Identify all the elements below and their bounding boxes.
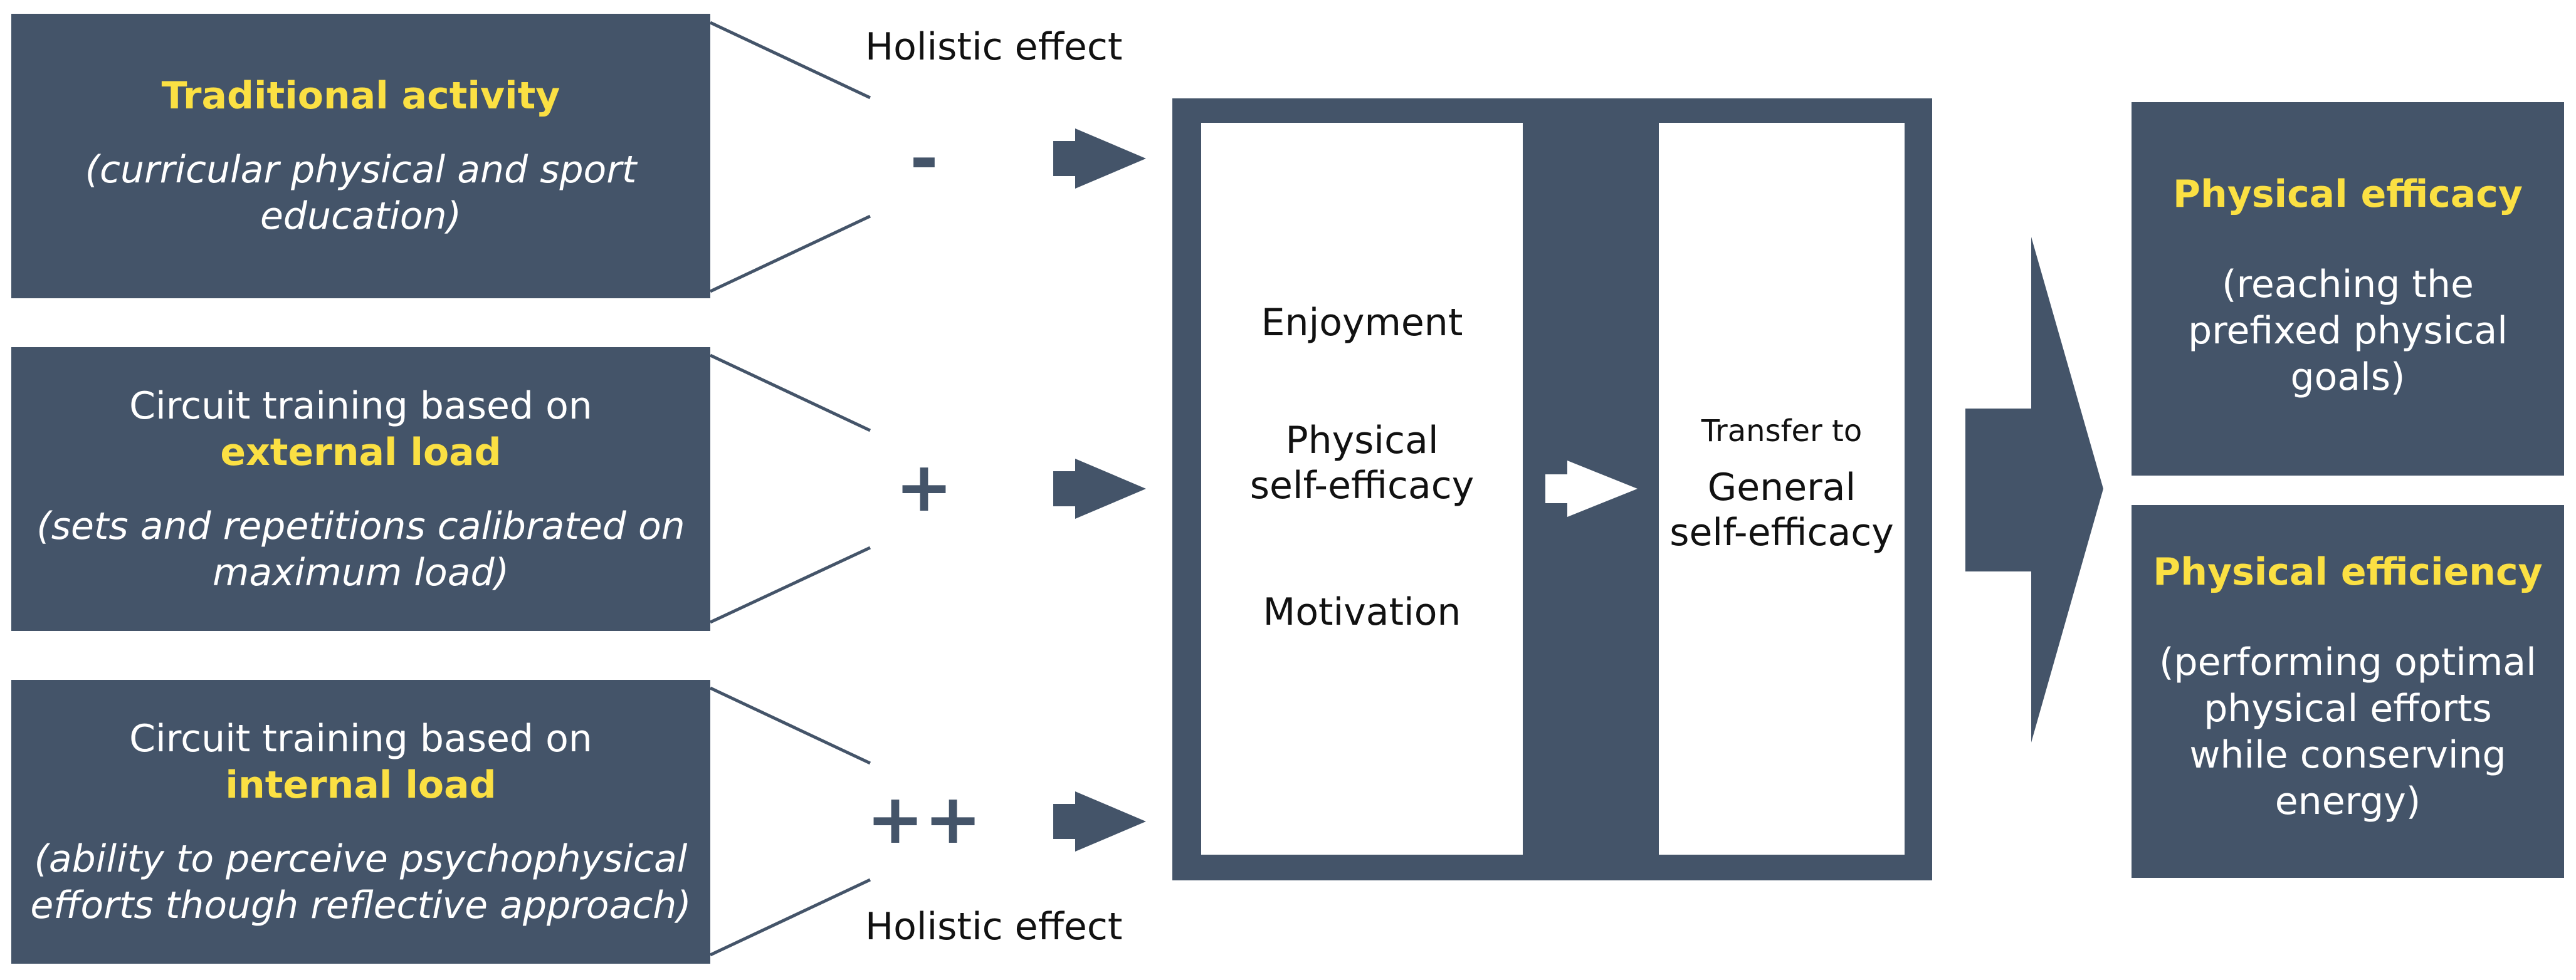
holistic-effect-label-bottom: Holistic effect [865, 905, 1123, 949]
input-box-external-load: Circuit training based on external load … [11, 347, 710, 631]
outcome-description: (reaching the [2222, 263, 2474, 306]
self-efficacy-label: self-efficacy [1669, 511, 1894, 555]
input-title-highlight: external load [220, 430, 502, 474]
input-title: Circuit training based on [129, 716, 592, 761]
effect-sign-negative: - [910, 118, 938, 199]
holistic-effect-label-top: Holistic effect [865, 25, 1123, 69]
input-title-highlight: internal load [225, 763, 497, 807]
central-right-panel: Transfer to General self-efficacy [1659, 123, 1905, 855]
outcome-description: while conserving [2189, 733, 2506, 777]
effect-sign-double-positive: ++ [866, 779, 982, 859]
outcome-description: (performing optimal [2159, 640, 2537, 684]
connector-line [709, 878, 871, 957]
connector-line [709, 214, 871, 293]
input-description: efforts though reflective approach) [30, 883, 691, 927]
factor-physical: Physical [1285, 419, 1439, 462]
input-title: Circuit training based on [129, 383, 592, 428]
input-description: maximum load) [212, 550, 510, 595]
arrow-icon [1053, 459, 1146, 519]
input-description: (curricular physical and sport [85, 148, 637, 192]
input-description: (ability to perceive psychophysical [34, 837, 688, 881]
input-description: (sets and repetitions calibrated on [36, 504, 685, 548]
outcome-description: physical efforts [2204, 687, 2492, 731]
connector-line [709, 21, 871, 100]
outcome-title: Physical efficacy [2173, 172, 2523, 216]
effect-sign-positive: + [895, 447, 954, 527]
input-description: education) [260, 194, 462, 238]
connector-line [709, 686, 871, 765]
outcome-description: goals) [2290, 355, 2405, 399]
factor-enjoyment: Enjoyment [1261, 301, 1463, 345]
input-box-traditional: Traditional activity (curricular physica… [11, 14, 710, 298]
outcome-box-physical-efficiency: Physical efficiency (performing optimal … [2132, 505, 2564, 878]
factor-motivation: Motivation [1263, 590, 1461, 634]
arrow-icon [1053, 128, 1146, 189]
outcome-description: prefixed physical [2188, 309, 2508, 353]
input-title: Traditional activity [161, 74, 560, 118]
connector-line [709, 353, 871, 432]
outcome-description: energy) [2274, 779, 2421, 823]
input-box-internal-load: Circuit training based on internal load … [11, 680, 710, 964]
central-left-panel: Enjoyment Physical self-efficacy Motivat… [1201, 123, 1523, 855]
outcome-box-physical-efficacy: Physical efficacy (reaching the prefixed… [2132, 102, 2564, 476]
connector-line [709, 546, 871, 624]
general-label: General [1707, 466, 1856, 509]
factor-self-efficacy: self-efficacy [1249, 464, 1475, 508]
outcome-title: Physical efficiency [2153, 550, 2543, 594]
transfer-arrow-icon [1545, 461, 1638, 517]
transfer-label: Transfer to [1701, 414, 1863, 449]
arrow-icon [1053, 791, 1146, 852]
large-arrow-icon [1965, 237, 2103, 743]
